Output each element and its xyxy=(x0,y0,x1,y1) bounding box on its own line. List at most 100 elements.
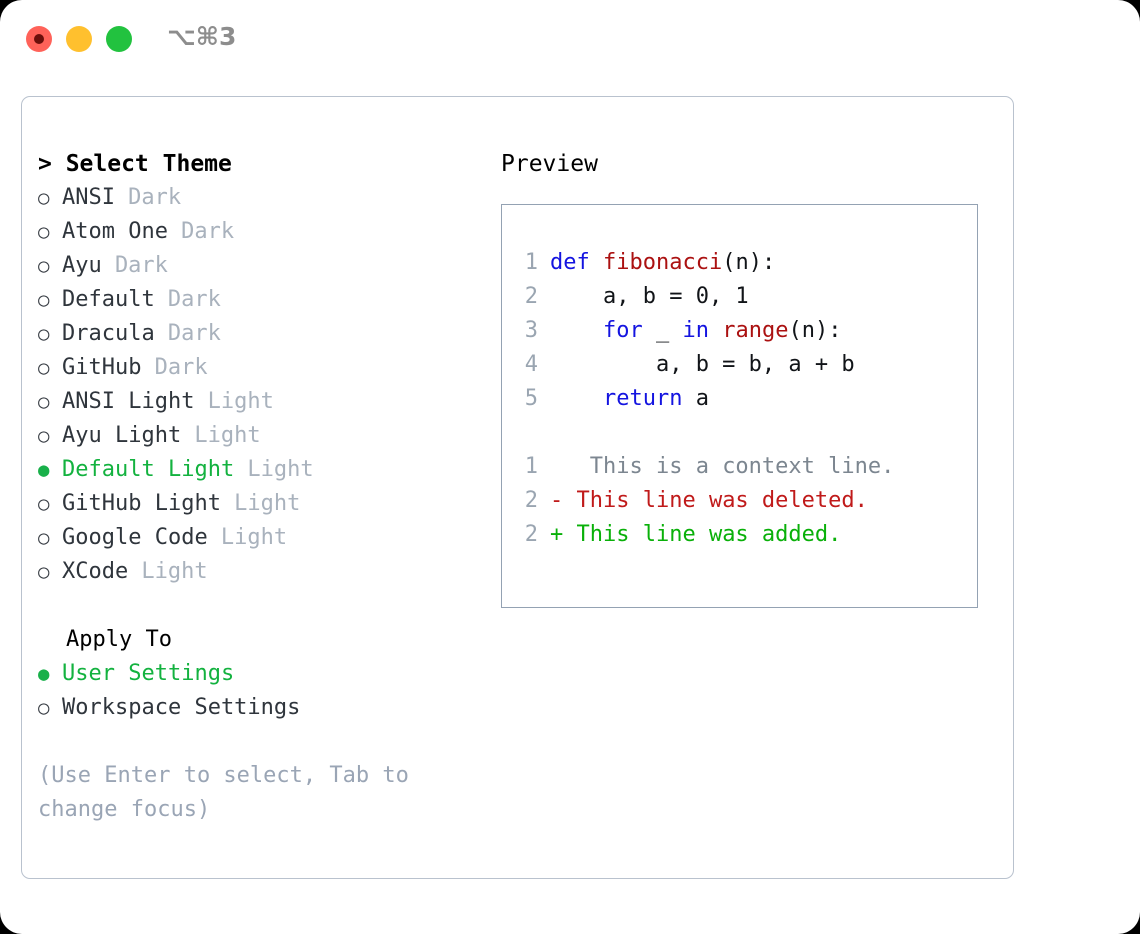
diff-line-content: This line was added. xyxy=(563,522,842,547)
radio-unselected-icon: ○ xyxy=(38,221,50,243)
code-token: a, b = b, a + b xyxy=(550,352,855,377)
code-token: in xyxy=(682,318,723,343)
apply-to-option-workspace-settings[interactable]: ○ Workspace Settings xyxy=(38,691,478,725)
code-token: a, b = 0, 1 xyxy=(550,284,749,309)
diff-marker: - xyxy=(550,488,564,513)
preview-title: Preview xyxy=(501,151,598,177)
theme-option-kind-badge: Dark xyxy=(128,185,182,210)
radio-selected-icon: ● xyxy=(38,663,50,685)
theme-option-kind-badge: Light xyxy=(194,423,261,448)
diff-marker xyxy=(550,450,563,484)
code-line: 5 return a xyxy=(512,382,971,416)
theme-option-ayu[interactable]: ○ Ayu Dark xyxy=(38,249,478,283)
maximize-window-button[interactable] xyxy=(106,26,132,52)
code-sample: 1 def fibonacci(n): 2 a, b = 0, 1 3 for _ i… xyxy=(512,246,971,552)
code-line-content: a, b = 0, 1 xyxy=(550,280,749,314)
title-bar: ⌥⌘3 xyxy=(0,0,1140,78)
diff-line-content: This line was deleted. xyxy=(563,488,868,513)
radio-selected-icon: ● xyxy=(38,459,50,481)
theme-option-label: Default Light xyxy=(62,457,235,482)
theme-option-label: Ayu xyxy=(62,253,102,278)
radio-unselected-icon: ○ xyxy=(38,255,50,277)
line-number: 2 xyxy=(524,522,538,547)
minimize-window-button[interactable] xyxy=(66,26,92,52)
radio-unselected-icon: ○ xyxy=(38,425,50,447)
code-line-content: def fibonacci(n): xyxy=(550,246,775,280)
radio-unselected-icon: ○ xyxy=(38,697,50,719)
theme-option-kind-badge: Dark xyxy=(167,287,221,312)
diff-line: 1 This is a context line. xyxy=(512,450,971,484)
theme-option-xcode[interactable]: ○ XCode Light xyxy=(38,555,478,589)
code-line-content: return a xyxy=(550,382,709,416)
theme-option-kind-badge: Dark xyxy=(154,355,208,380)
theme-option-label: Google Code xyxy=(62,525,208,550)
theme-option-default-light[interactable]: ● Default Light Light xyxy=(38,453,478,487)
radio-unselected-icon: ○ xyxy=(38,187,50,209)
code-token: (n): xyxy=(722,250,776,275)
radio-unselected-icon: ○ xyxy=(38,357,50,379)
apply-to-option-user-settings[interactable]: ● User Settings xyxy=(38,657,478,691)
preview-box: 1 def fibonacci(n): 2 a, b = 0, 1 3 for _ i… xyxy=(501,204,978,608)
theme-option-kind-badge: Dark xyxy=(167,321,221,346)
theme-option-label: Default xyxy=(62,287,155,312)
theme-option-ayu-light[interactable]: ○ Ayu Light Light xyxy=(38,419,478,453)
theme-option-label: ANSI xyxy=(62,185,115,210)
line-number: 3 xyxy=(524,318,538,343)
select-theme-header: > Select Theme xyxy=(38,151,232,177)
apply-to-option-label: Workspace Settings xyxy=(62,695,301,720)
theme-option-label: Ayu Light xyxy=(62,423,182,448)
code-token: _ xyxy=(642,318,683,343)
apply-to-list: ● User Settings ○ Workspace Settings xyxy=(38,657,478,725)
code-token: def xyxy=(550,250,603,275)
code-line: 1 def fibonacci(n): xyxy=(512,246,971,280)
radio-unselected-icon: ○ xyxy=(38,561,50,583)
radio-unselected-icon: ○ xyxy=(38,289,50,311)
theme-option-google-code[interactable]: ○ Google Code Light xyxy=(38,521,478,555)
line-number: 1 xyxy=(524,250,538,275)
theme-option-kind-badge: Light xyxy=(141,559,208,584)
code-token: range xyxy=(722,318,789,343)
code-token: fibonacci xyxy=(602,250,723,275)
theme-option-kind-badge: Light xyxy=(220,525,288,550)
code-line: 4 a, b = b, a + b xyxy=(512,348,971,382)
theme-option-default[interactable]: ○ Default Dark xyxy=(38,283,478,317)
diff-line-content: This is a context line. xyxy=(563,454,895,479)
theme-option-kind-badge: Dark xyxy=(181,219,235,244)
code-diff-separator xyxy=(512,416,971,450)
close-window-button[interactable] xyxy=(26,26,52,52)
theme-option-kind-badge: Light xyxy=(234,491,301,516)
theme-option-label: GitHub xyxy=(62,355,142,380)
theme-option-kind-badge: Light xyxy=(247,457,314,482)
theme-option-ansi[interactable]: ○ ANSI Dark xyxy=(38,181,478,215)
apply-to-option-label: User Settings xyxy=(62,661,235,686)
code-token: return xyxy=(602,386,683,411)
theme-option-label: XCode xyxy=(62,559,129,584)
radio-unselected-icon: ○ xyxy=(38,527,50,549)
code-token xyxy=(550,318,603,343)
code-token xyxy=(550,386,603,411)
code-token: a xyxy=(682,386,709,411)
line-number: 2 xyxy=(524,488,538,513)
code-line-content: for _ in range(n): xyxy=(550,314,841,348)
theme-option-kind-badge: Dark xyxy=(114,253,168,278)
theme-option-github-light[interactable]: ○ GitHub Light Light xyxy=(38,487,478,521)
code-line-content: a, b = b, a + b xyxy=(550,348,855,382)
theme-option-label: GitHub Light xyxy=(62,491,221,516)
radio-unselected-icon: ○ xyxy=(38,493,50,515)
radio-unselected-icon: ○ xyxy=(38,391,50,413)
theme-option-kind-badge: Light xyxy=(207,389,274,414)
keyboard-shortcut-label: ⌥⌘3 xyxy=(167,22,237,51)
theme-option-github[interactable]: ○ GitHub Dark xyxy=(38,351,478,385)
section-spacer xyxy=(38,589,478,623)
line-number: 1 xyxy=(524,454,538,479)
code-token: for xyxy=(602,318,643,343)
line-number: 4 xyxy=(524,352,538,377)
line-number: 5 xyxy=(524,386,538,411)
diff-line: 2+ This line was added. xyxy=(512,518,971,552)
